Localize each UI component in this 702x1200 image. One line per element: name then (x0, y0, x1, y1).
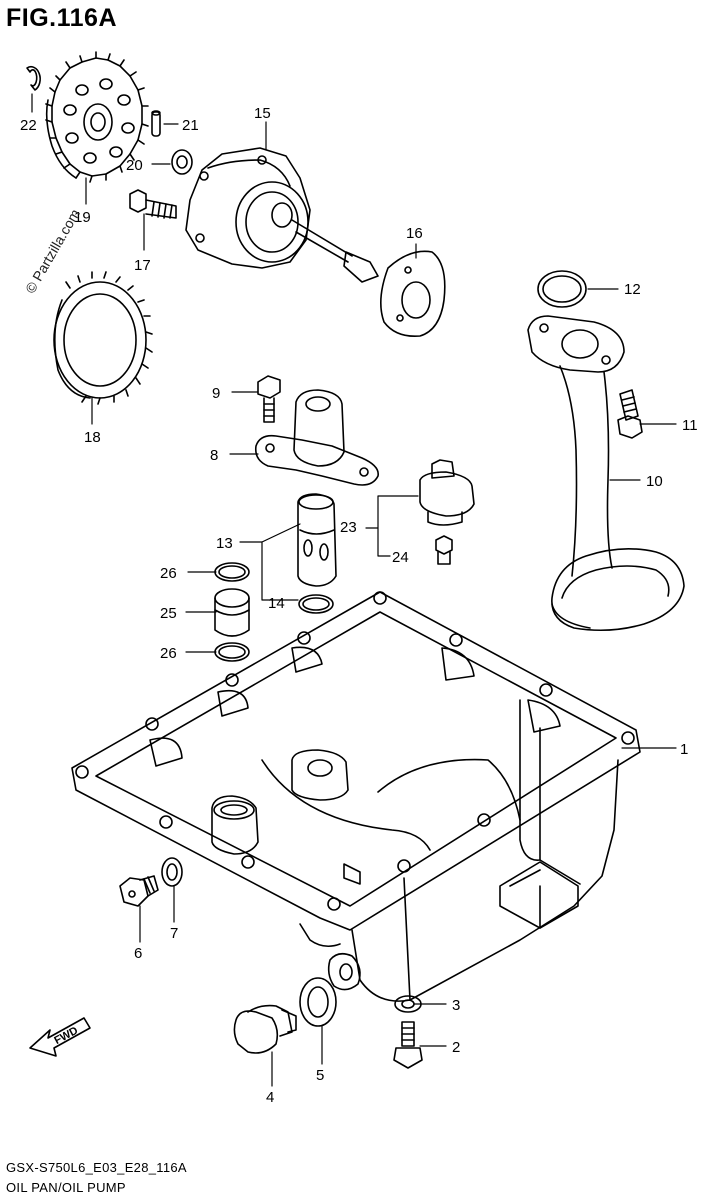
section-name: OIL PAN/OIL PUMP (6, 1180, 126, 1195)
label-10: 10 (646, 473, 663, 490)
part-gasket-7 (161, 857, 183, 887)
label-24: 24 (392, 549, 409, 566)
label-9: 9 (212, 385, 220, 402)
part-o-ring-26-bottom (214, 642, 250, 662)
label-6: 6 (134, 945, 142, 962)
label-15: 15 (254, 105, 271, 122)
label-17: 17 (134, 257, 151, 274)
part-oil-pump (185, 147, 379, 283)
part-bolt-2 (393, 1021, 423, 1069)
label-7: 7 (170, 925, 178, 942)
part-oil-pan (71, 591, 641, 1002)
label-26-bottom: 26 (160, 645, 177, 662)
model-code: GSX-S750L6_E03_E28_116A (6, 1160, 187, 1175)
label-22: 22 (20, 117, 37, 134)
label-21: 21 (182, 117, 199, 134)
label-5: 5 (316, 1067, 324, 1084)
part-number-labels: 22 19 21 20 17 15 16 18 12 11 10 9 8 23 … (20, 105, 698, 1106)
figure-title: FIG.116A (6, 4, 117, 32)
label-26-top: 26 (160, 565, 177, 582)
part-circlip (26, 65, 41, 91)
part-bolt-17 (129, 189, 177, 219)
label-23: 23 (340, 519, 357, 536)
label-19: 19 (74, 209, 91, 226)
label-11: 11 (682, 417, 698, 434)
label-13: 13 (216, 535, 233, 552)
label-4: 4 (266, 1089, 274, 1106)
part-oil-relief-valve (297, 493, 337, 587)
part-o-ring-12 (537, 270, 587, 308)
part-oil-pipe (214, 588, 250, 637)
part-oil-relief-valve-housing (254, 389, 379, 486)
label-16: 16 (406, 225, 423, 242)
label-18: 18 (84, 429, 101, 446)
part-oil-pressure-switch (419, 459, 475, 526)
label-1: 1 (680, 741, 688, 758)
part-oil-pump-drive-gear (53, 271, 153, 405)
label-2: 2 (452, 1039, 460, 1056)
fwd-label: FWD (52, 1025, 80, 1047)
part-oil-pump-driven-gear (45, 51, 149, 183)
part-pin (151, 110, 161, 137)
leader-lines (31, 93, 677, 1087)
part-bolt-24 (435, 535, 453, 565)
part-drain-plug (233, 1004, 297, 1054)
label-3: 3 (452, 997, 460, 1014)
label-14: 14 (268, 595, 285, 612)
forward-direction-arrow: FWD (29, 1017, 91, 1057)
part-gasket-5 (299, 977, 337, 1027)
part-o-ring-26-top (214, 562, 250, 582)
part-bolt-9 (257, 375, 281, 423)
part-oil-strainer (527, 315, 685, 632)
label-20: 20 (126, 157, 143, 174)
label-8: 8 (210, 447, 218, 464)
part-pump-gasket (380, 250, 446, 338)
part-bolt-11 (617, 389, 643, 439)
label-25: 25 (160, 605, 177, 622)
label-12: 12 (624, 281, 641, 298)
part-o-ring-14 (298, 594, 334, 614)
part-plug-6 (119, 875, 159, 907)
part-washer (171, 149, 193, 175)
